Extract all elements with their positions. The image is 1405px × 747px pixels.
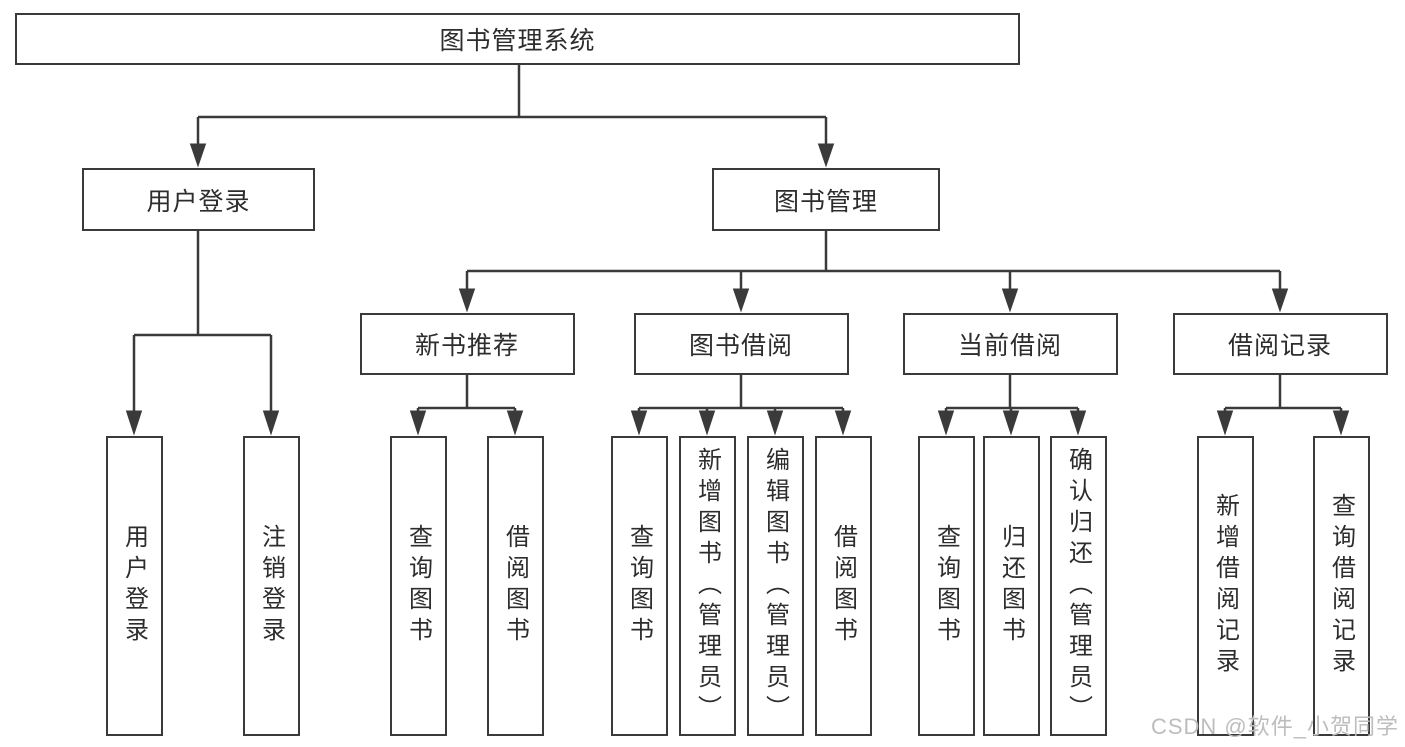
leaf-query-books-recommend: 查询图书 — [389, 436, 447, 736]
connector-current-borrow-to-leaves — [937, 375, 1087, 436]
connector-book-borrow-to-leaves — [630, 375, 852, 436]
connector-user-login-to-leaves — [125, 231, 280, 436]
node-book-borrow: 图书借阅 — [633, 313, 849, 375]
leaf-query-borrow-record: 查询借阅记录 — [1312, 436, 1370, 736]
connector-root-to-level2 — [189, 65, 835, 168]
leaf-query-books-current: 查询图书 — [917, 436, 975, 736]
node-new-book-recommend: 新书推荐 — [359, 313, 575, 375]
node-library-system: 图书管理系统 — [15, 13, 1020, 65]
connector-book-management-to-level3 — [458, 231, 1289, 313]
leaf-add-book-admin: 新增图书（管理员） — [678, 436, 736, 736]
connector-borrow-records-to-leaves — [1216, 375, 1350, 436]
leaf-logout: 注销登录 — [242, 436, 300, 736]
leaf-confirm-return-admin: 确认归还（管理员） — [1049, 436, 1107, 736]
leaf-borrow-books-borrow: 借阅图书 — [814, 436, 872, 736]
node-borrow-records: 借阅记录 — [1172, 313, 1388, 375]
leaf-edit-book-admin: 编辑图书（管理员） — [746, 436, 804, 736]
csdn-watermark: CSDN @软件_小贺同学 — [1150, 714, 1399, 739]
leaf-add-borrow-record: 新增借阅记录 — [1196, 436, 1254, 736]
leaf-user-login: 用户登录 — [105, 436, 163, 736]
leaf-borrow-books-recommend: 借阅图书 — [486, 436, 544, 736]
node-book-management: 图书管理 — [712, 168, 940, 231]
connector-new-book-recommend-to-leaves — [409, 375, 524, 436]
node-user-login: 用户登录 — [82, 168, 315, 231]
leaf-query-books-borrow: 查询图书 — [610, 436, 668, 736]
node-current-borrow: 当前借阅 — [902, 313, 1118, 375]
leaf-return-book: 归还图书 — [982, 436, 1040, 736]
